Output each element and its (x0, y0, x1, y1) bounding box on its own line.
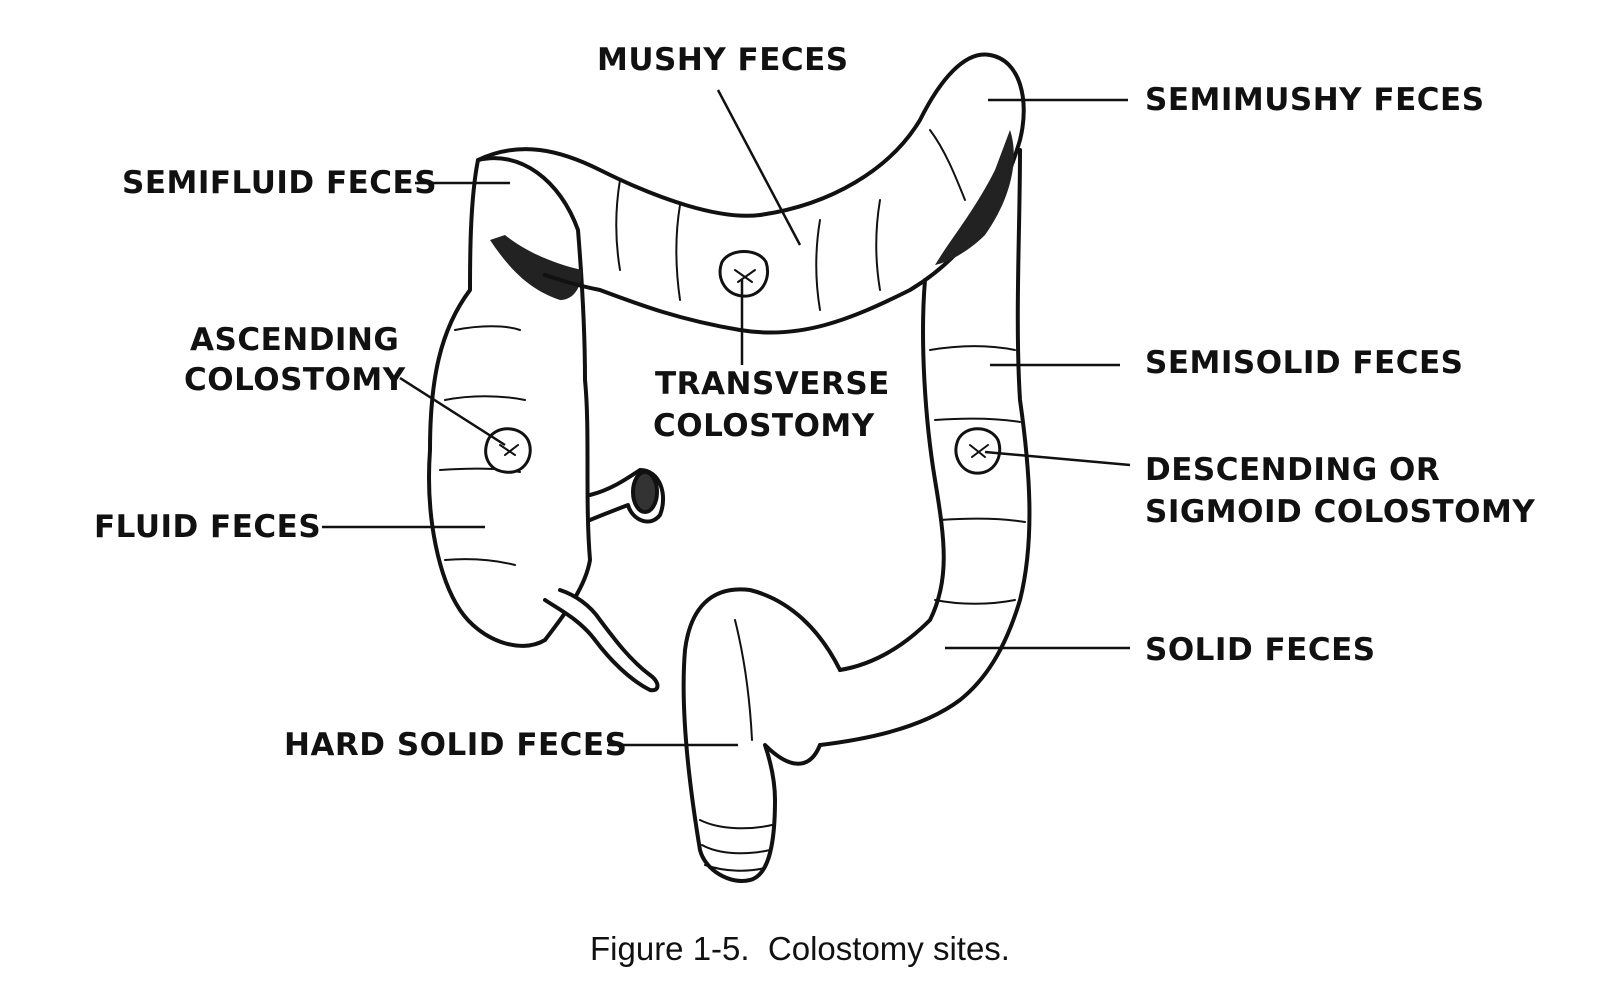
transverse-colon (476, 52, 1026, 335)
label-solid-feces: SOLID FECES (1145, 632, 1376, 668)
leader-descending (984, 450, 1131, 467)
hepatic-flexure-shading (490, 235, 582, 300)
leader-lines (322, 89, 1131, 747)
appendix (543, 588, 660, 693)
descending-stoma (954, 427, 1002, 475)
transverse-stoma (718, 250, 769, 298)
label-semimushy-feces: SEMIMUSHY FECES (1145, 82, 1485, 118)
sigmoid-colon (681, 587, 842, 883)
label-semisolid-feces: SEMISOLID FECES (1145, 345, 1464, 381)
ascending-stoma (484, 427, 532, 474)
label-semifluid-feces: SEMIFLUID FECES (122, 165, 438, 201)
label-descending-line1: DESCENDING OR (1145, 452, 1441, 488)
label-transverse-line2: COLOSTOMY (653, 408, 875, 444)
splenic-flexure-shading (935, 130, 1014, 265)
label-descending-line2: SIGMOID COLOSTOMY (1145, 494, 1536, 530)
ascending-colon (427, 156, 592, 648)
leader-ascending (399, 376, 506, 447)
figure-caption: Figure 1-5. Colostomy sites. (590, 930, 1010, 967)
leader-mushy (716, 89, 802, 246)
label-mushy-feces: MUSHY FECES (597, 42, 849, 78)
label-ascending-line2: COLOSTOMY (184, 362, 406, 398)
label-hard-solid-feces: HARD SOLID FECES (284, 727, 628, 763)
label-fluid-feces: FLUID FECES (94, 509, 322, 545)
label-ascending-line1: ASCENDING (190, 322, 400, 358)
label-transverse-line1: TRANSVERSE (655, 366, 890, 402)
descending-colon (818, 148, 1032, 747)
